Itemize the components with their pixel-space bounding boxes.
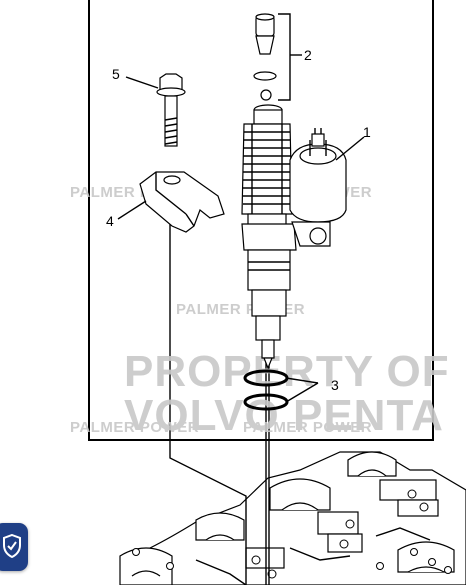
bearing-cap	[195, 512, 285, 569]
assembly-leader-lines	[169, 220, 270, 585]
callout-3: 3	[331, 377, 339, 393]
bearing-cap	[119, 547, 173, 585]
clamp-part-4	[139, 171, 225, 233]
cylinder-head-illustration	[119, 451, 466, 585]
svg-text:PALMER POWER: PALMER POWER	[243, 419, 372, 436]
bolt-part-5	[156, 73, 186, 147]
bearing-cap	[347, 451, 439, 517]
callout-4: 4	[106, 213, 114, 229]
svg-text:PROPERTY OF: PROPERTY OF	[124, 347, 450, 396]
svg-text:PALMER POWER: PALMER POWER	[70, 419, 199, 436]
callout-leader-lines	[117, 76, 365, 403]
callout-2: 2	[304, 47, 312, 63]
injector-part-1	[241, 104, 347, 370]
bearing-cap	[269, 478, 363, 553]
shield-check-icon	[3, 534, 21, 558]
callout-1: 1	[363, 124, 371, 140]
head-bolts	[132, 489, 452, 579]
seal-plug-part-2	[253, 13, 302, 101]
shield-badge-button[interactable]	[0, 523, 28, 571]
callout-5: 5	[112, 66, 120, 82]
callout-labels: 1 2 3 4 5	[106, 47, 371, 393]
